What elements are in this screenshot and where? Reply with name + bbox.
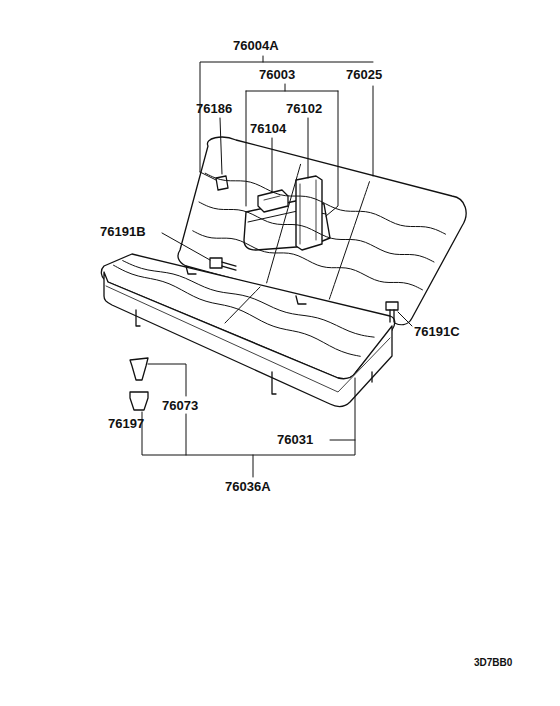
callout-number: 76031 (277, 432, 313, 447)
tag (216, 176, 228, 190)
leader-lines (142, 56, 412, 477)
callout-number: 76186 (196, 101, 232, 116)
cushion-hook (272, 372, 276, 394)
callout-number: 76025 (346, 67, 382, 82)
callout-number: 76073 (162, 398, 198, 413)
tuft-line (199, 202, 434, 262)
clip (130, 392, 148, 410)
callout-number: 76036A (225, 479, 271, 494)
cushion-hook (371, 372, 372, 382)
callout-number: 76191B (100, 224, 146, 239)
clip (130, 358, 148, 380)
tuft-line (193, 231, 423, 290)
bolt (210, 258, 236, 270)
tuft-line (123, 261, 374, 338)
tuft-line (114, 265, 361, 356)
bolt (386, 302, 398, 322)
latch (258, 190, 288, 212)
cushion-hook (136, 310, 140, 326)
tuft-line (329, 182, 369, 299)
drawing-code: 3D7BB0 (474, 657, 512, 669)
callout-number: 76003 (259, 67, 295, 82)
tuft-line (225, 287, 260, 323)
seat-cushion-front (104, 272, 392, 407)
callout-number: 76197 (108, 416, 144, 431)
tuft-line (205, 173, 445, 234)
callout-number: 76102 (286, 101, 322, 116)
trunk-through-panel (296, 176, 322, 250)
callout-number: 76004A (233, 38, 279, 53)
callout-number: 76104 (250, 121, 286, 136)
callout-number: 76191C (414, 324, 460, 339)
